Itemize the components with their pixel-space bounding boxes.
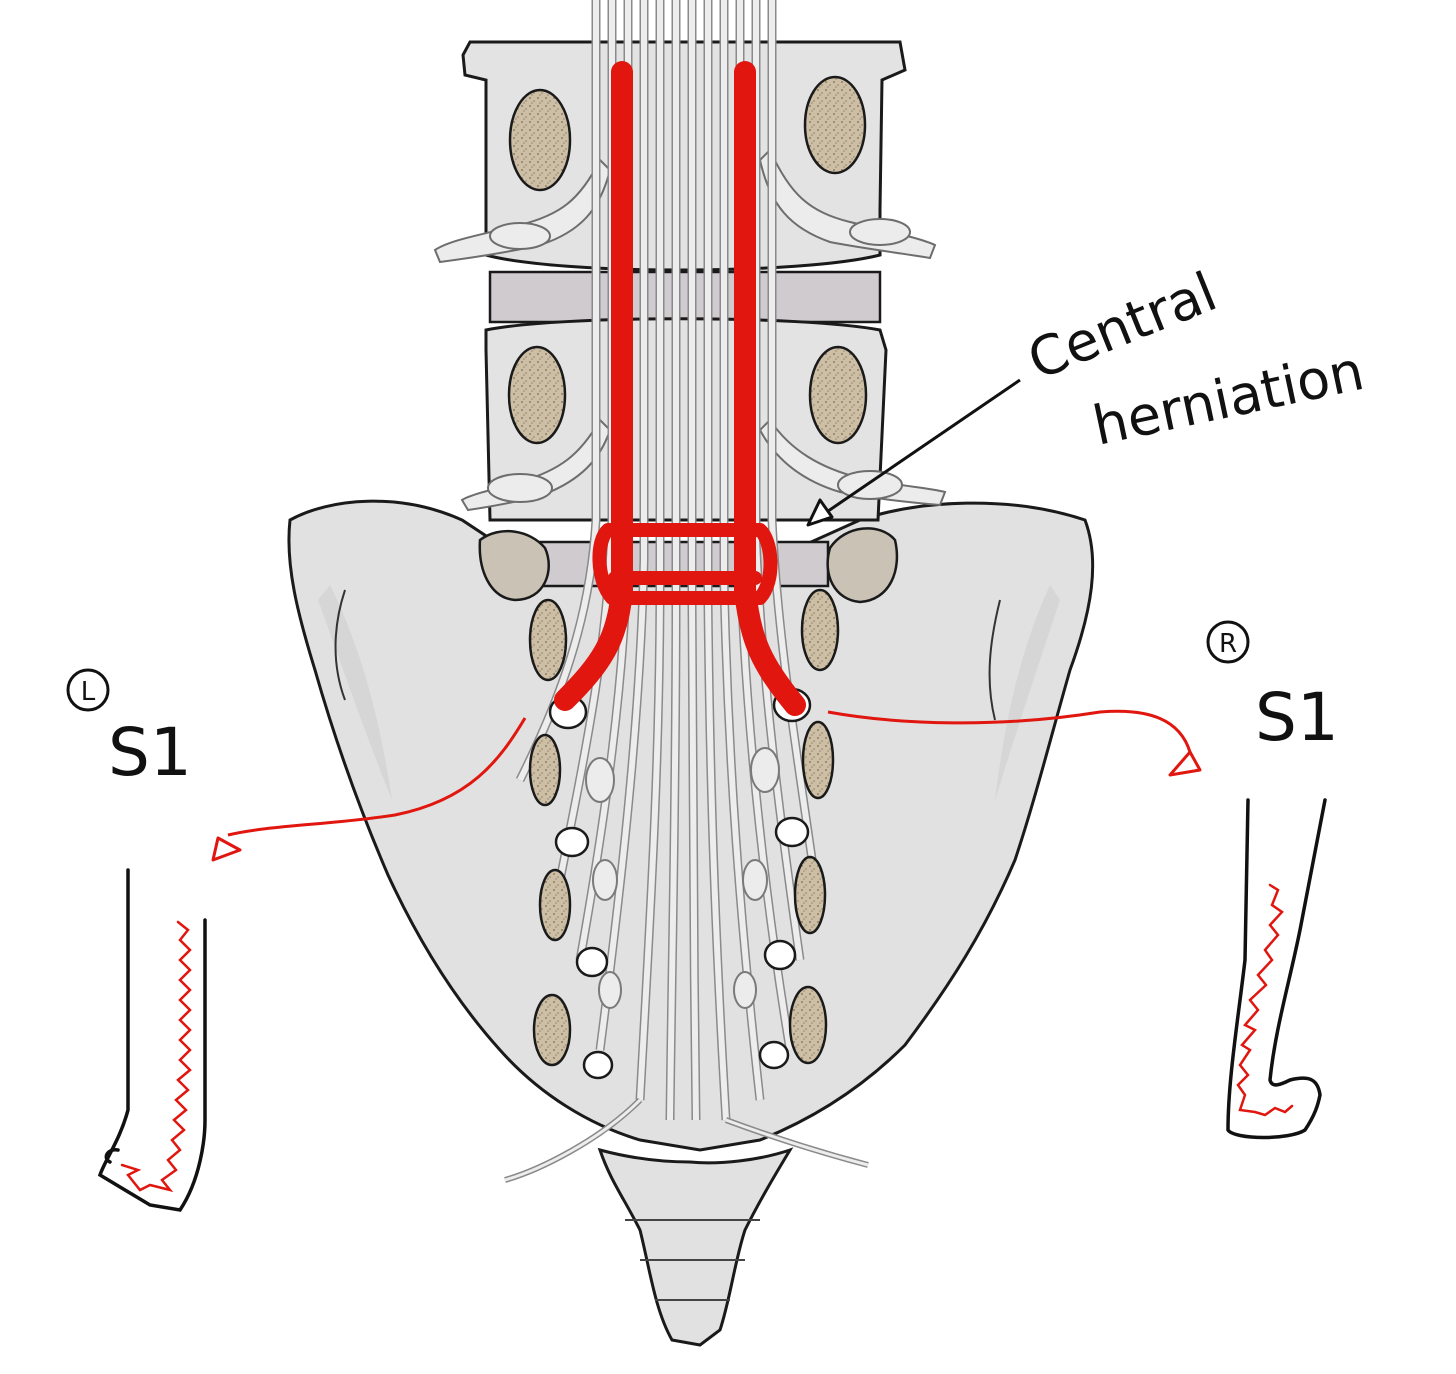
left-s1-referral-arrow — [211, 717, 527, 862]
cauda-equina — [504, 0, 869, 1183]
pedicle-l5-right — [808, 345, 868, 445]
sacral-bone-left-4 — [532, 993, 572, 1067]
foramen-s2-left — [554, 826, 590, 858]
left-leg-sketch — [97, 868, 207, 1212]
foramen-s2-right — [774, 816, 810, 848]
sacral-bone-right-2 — [801, 720, 835, 800]
ganglion-l5-left — [487, 473, 553, 503]
ganglion-s3-left — [592, 859, 618, 901]
facet-s1-right — [826, 527, 899, 604]
right-root-label: S1 — [1255, 679, 1339, 756]
lumbar-vertebrae — [461, 40, 907, 604]
sacral-bone-left-1 — [528, 598, 568, 682]
sacral-bone-left-3 — [538, 868, 572, 942]
left-side-circle — [66, 668, 110, 712]
sacral-crease-right — [988, 599, 1001, 721]
root-l4-right — [758, 148, 937, 260]
right-s1-dermatome — [1236, 883, 1294, 1117]
right-leg-sketch — [1226, 798, 1327, 1140]
foramen-s3-right — [763, 939, 797, 971]
pedicle-l4-left — [508, 88, 572, 192]
disc-l4-l5 — [488, 270, 882, 324]
sacral-foramina — [528, 588, 840, 1080]
sacral-bone-right-1 — [800, 588, 840, 672]
right-s1-referral-arrow — [827, 709, 1202, 777]
ganglion-s4-right — [733, 971, 757, 1009]
foramen-s4-left — [582, 1050, 614, 1080]
coccyx — [597, 1147, 794, 1347]
right-side-letter: R — [1219, 629, 1237, 659]
pedicle-l4-right — [803, 75, 867, 175]
sacral-bone-right-4 — [788, 985, 828, 1065]
sacral-bone-left-2 — [528, 733, 562, 807]
ganglion-s4-left — [598, 971, 622, 1009]
affected-s1-roots — [554, 61, 806, 716]
sacral-ala-right-shade — [995, 585, 1060, 800]
sacral-crease-left — [334, 589, 346, 701]
root-l4-left — [433, 158, 612, 264]
ganglion-l4-left — [489, 222, 551, 250]
left-s1-dermatome — [120, 920, 192, 1193]
foramen-s3-left — [575, 946, 609, 978]
right-side-badge: R — [1206, 620, 1250, 664]
foramen-s4-right — [758, 1040, 790, 1070]
right-side-circle — [1206, 620, 1250, 664]
ganglion-l4-right — [849, 218, 911, 246]
coccyx-segment-lines — [625, 1219, 760, 1301]
sacral-bone-right-3 — [793, 855, 827, 935]
left-side-letter: L — [81, 677, 96, 707]
exiting-roots-lumbar — [433, 148, 947, 512]
left-root-label: S1 — [108, 714, 192, 791]
ganglion-l5-right — [837, 470, 903, 500]
left-side-badge: L — [66, 668, 110, 712]
herniation-label-line1: Central — [1019, 260, 1225, 392]
ganglion-s2-left — [585, 757, 615, 803]
ganglion-s3-right — [742, 859, 768, 901]
herniation-compression-band — [592, 523, 778, 605]
ganglion-s2-right — [750, 747, 780, 793]
pedicle-l5-left — [507, 345, 567, 445]
herniation-pointer — [806, 378, 1021, 527]
facet-s1-left — [478, 529, 550, 602]
